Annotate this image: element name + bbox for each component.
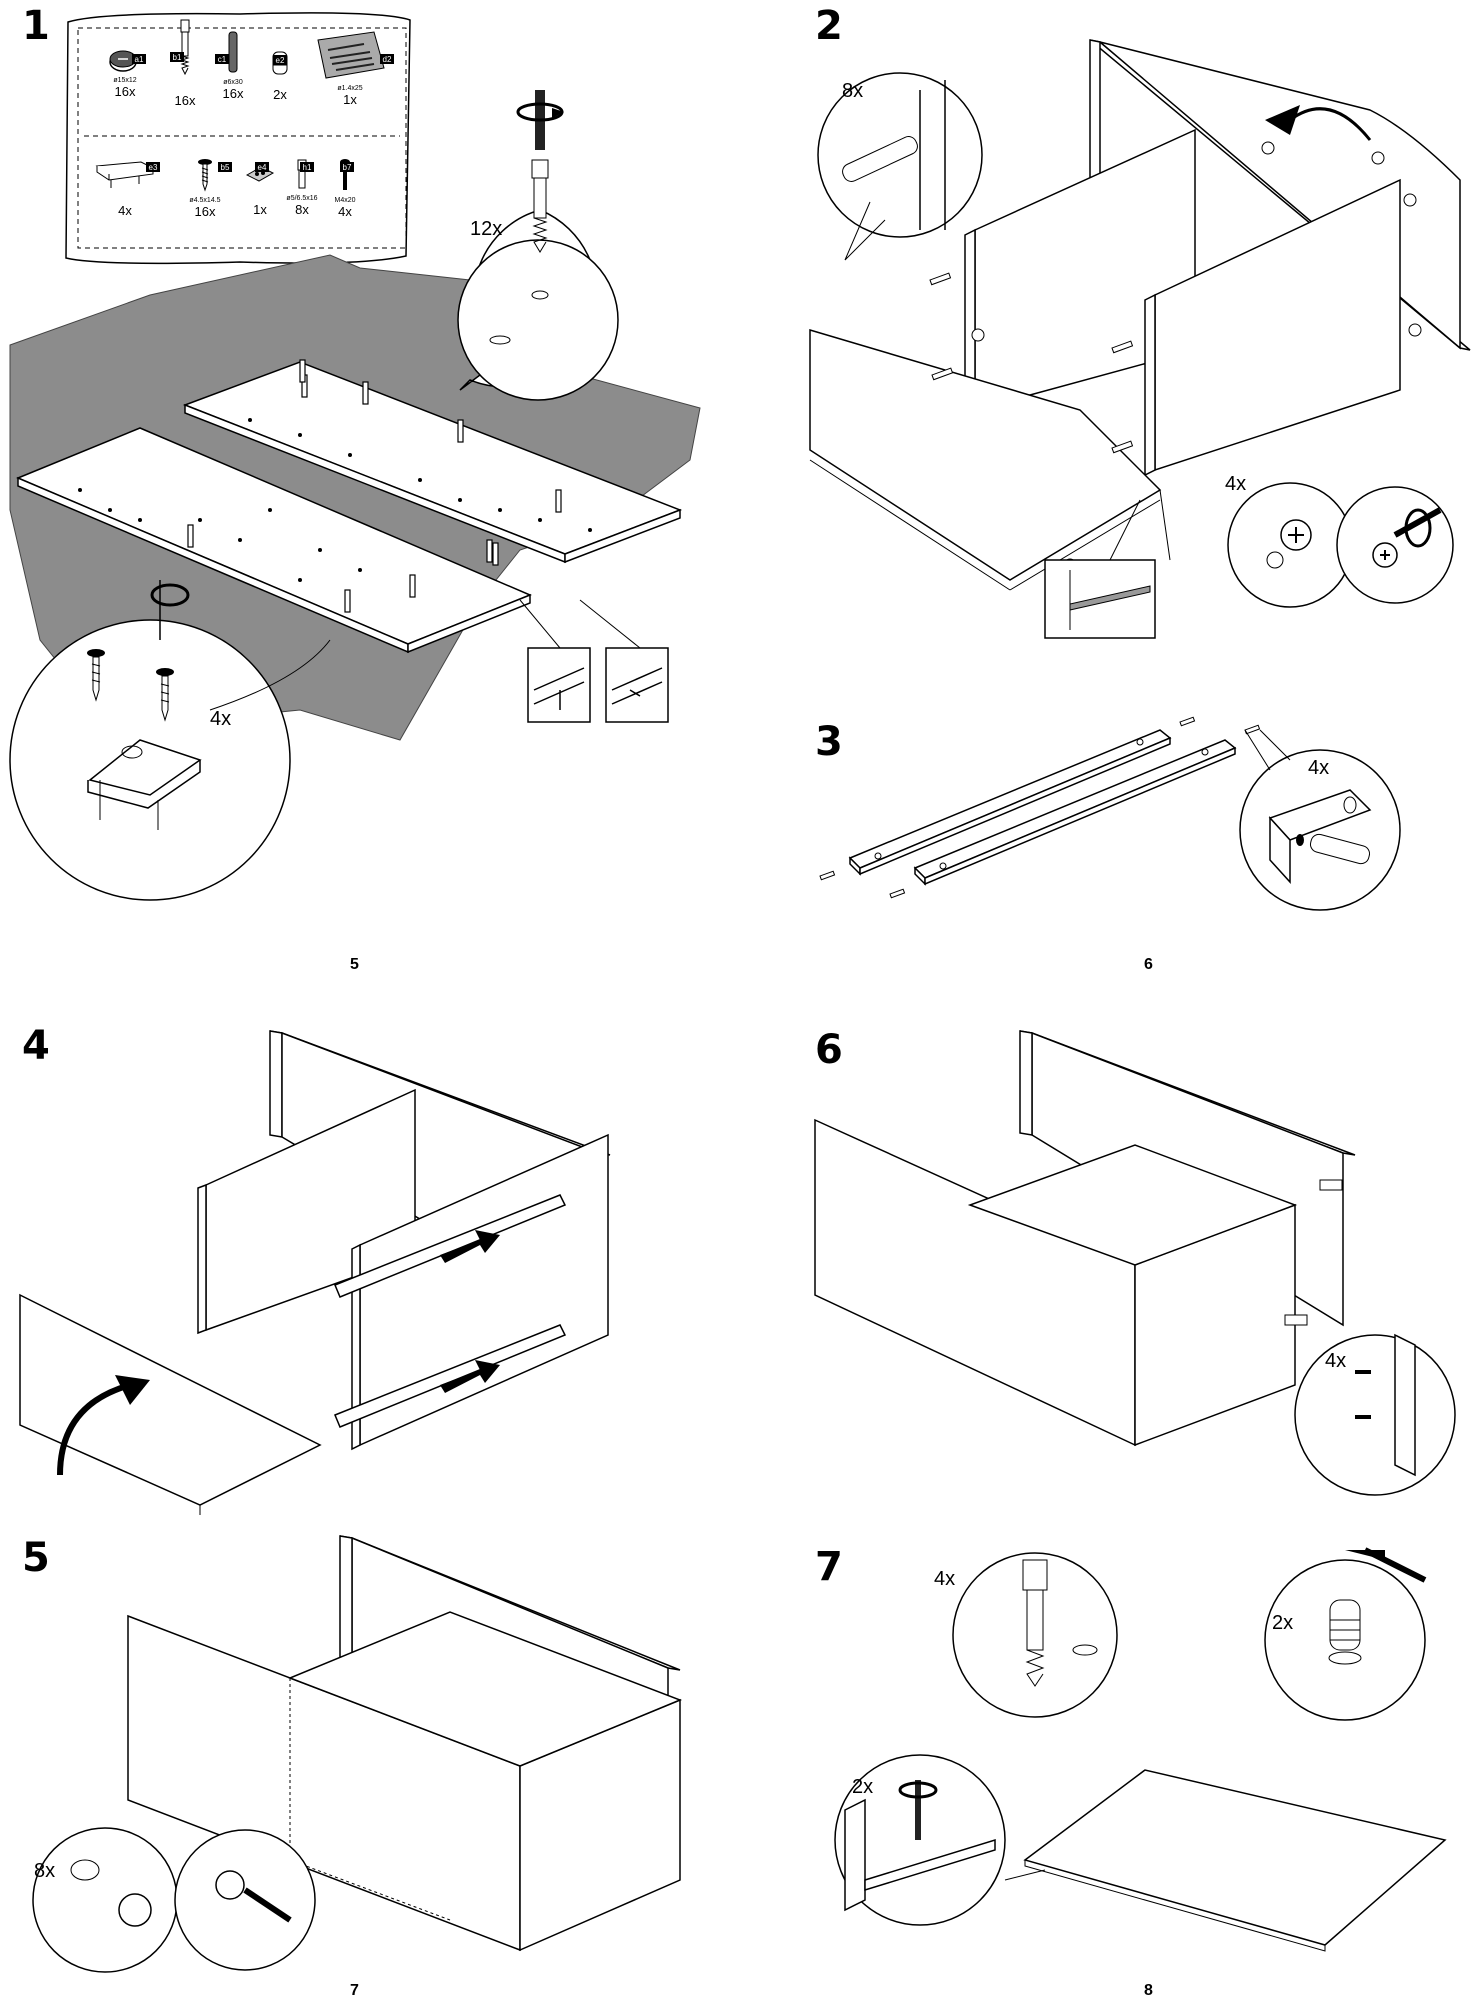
part-qty: 16x: [194, 204, 216, 219]
screw-icon: [198, 159, 212, 192]
step1-illustration: [9, 254, 701, 901]
part-spec: ø4.5x14.5: [189, 197, 221, 204]
part-qty: 4x: [118, 203, 132, 218]
callout-quantity: 2x: [1272, 1612, 1294, 1634]
part-item-b5: ø4.5x14.5 16x: [180, 158, 230, 219]
page-number: 6: [1144, 956, 1153, 973]
part-item-h1: ø5/6.5x16 8x: [280, 158, 324, 217]
callout-quantity: 4x: [934, 1568, 956, 1590]
part-qty: 8x: [295, 202, 309, 217]
part-qty: 1x: [343, 92, 357, 107]
step-number-4: 4: [22, 1023, 50, 1069]
part-item-c1: ø6x30 16x: [210, 30, 256, 101]
nail-bag-icon: [317, 31, 385, 79]
step7-illustration: [834, 1547, 1447, 1952]
step-number-2: 2: [815, 3, 843, 49]
part-item-b7: M4x20 4x: [325, 158, 365, 219]
part-spec: M4x20: [334, 197, 356, 204]
bolt-icon: [340, 159, 350, 190]
parts-bag-illustration: [65, 12, 411, 265]
callout-quantity: 12x: [470, 218, 503, 240]
part-item-b1: 16x: [165, 18, 205, 108]
glide-foot-icon: [272, 51, 288, 75]
callout-quantity: 4x: [1325, 1350, 1347, 1372]
part-spec: ø1.4x25: [337, 85, 363, 92]
page-number: 7: [350, 1982, 359, 1999]
step5-illustration: [32, 1535, 683, 1973]
part-qty: 4x: [338, 204, 352, 219]
step-number-3: 3: [815, 719, 843, 765]
step3-illustration: [819, 716, 1401, 911]
step-number-7: 7: [815, 1544, 843, 1590]
page-number: 8: [1144, 1982, 1153, 1999]
step-number-5: 5: [22, 1535, 50, 1581]
pin-icon: [297, 159, 307, 189]
step1-bolt-magnifier: [457, 90, 619, 401]
callout-quantity: 4x: [1225, 473, 1247, 495]
step2-illustration: [809, 39, 1471, 639]
part-qty: 16x: [114, 84, 136, 99]
part-spec: ø15x12: [113, 77, 137, 84]
part-spec: ø6x30: [223, 79, 243, 86]
step6-illustration: [814, 1030, 1456, 1496]
plate-icon: [245, 166, 275, 182]
dowel-icon: [228, 31, 238, 73]
part-qty: 16x: [174, 93, 196, 108]
part-spec: ø5/6.5x16: [286, 195, 318, 202]
callout-quantity: 8x: [842, 80, 864, 102]
part-item-e2: 2x: [260, 48, 300, 102]
callout-quantity: 4x: [1308, 757, 1330, 779]
callout-quantity: 8x: [34, 1860, 56, 1882]
part-item-e3: 4x: [90, 158, 160, 218]
callout-quantity: 4x: [210, 708, 232, 730]
parts-list: ø15x12 16x 16x ø6x30 16x 2x ø1.4x25 1x: [80, 18, 410, 248]
part-item-e4: 1x: [240, 163, 280, 217]
cam-lock-icon: [109, 50, 137, 72]
callout-quantity: 2x: [852, 1776, 874, 1798]
step-number-6: 6: [815, 1027, 843, 1073]
step-number-1: 1: [22, 3, 50, 49]
step4-illustration: [19, 1030, 611, 1515]
drawer-runner-icon: [95, 161, 155, 188]
part-qty: 2x: [273, 87, 287, 102]
cam-bolt-icon: [180, 19, 190, 76]
part-item-d2: ø1.4x25 1x: [310, 30, 390, 107]
part-item-a1: ø15x12 16x: [100, 48, 150, 99]
page-number: 5: [350, 956, 359, 973]
part-qty: 16x: [222, 86, 244, 101]
part-qty: 1x: [253, 202, 267, 217]
